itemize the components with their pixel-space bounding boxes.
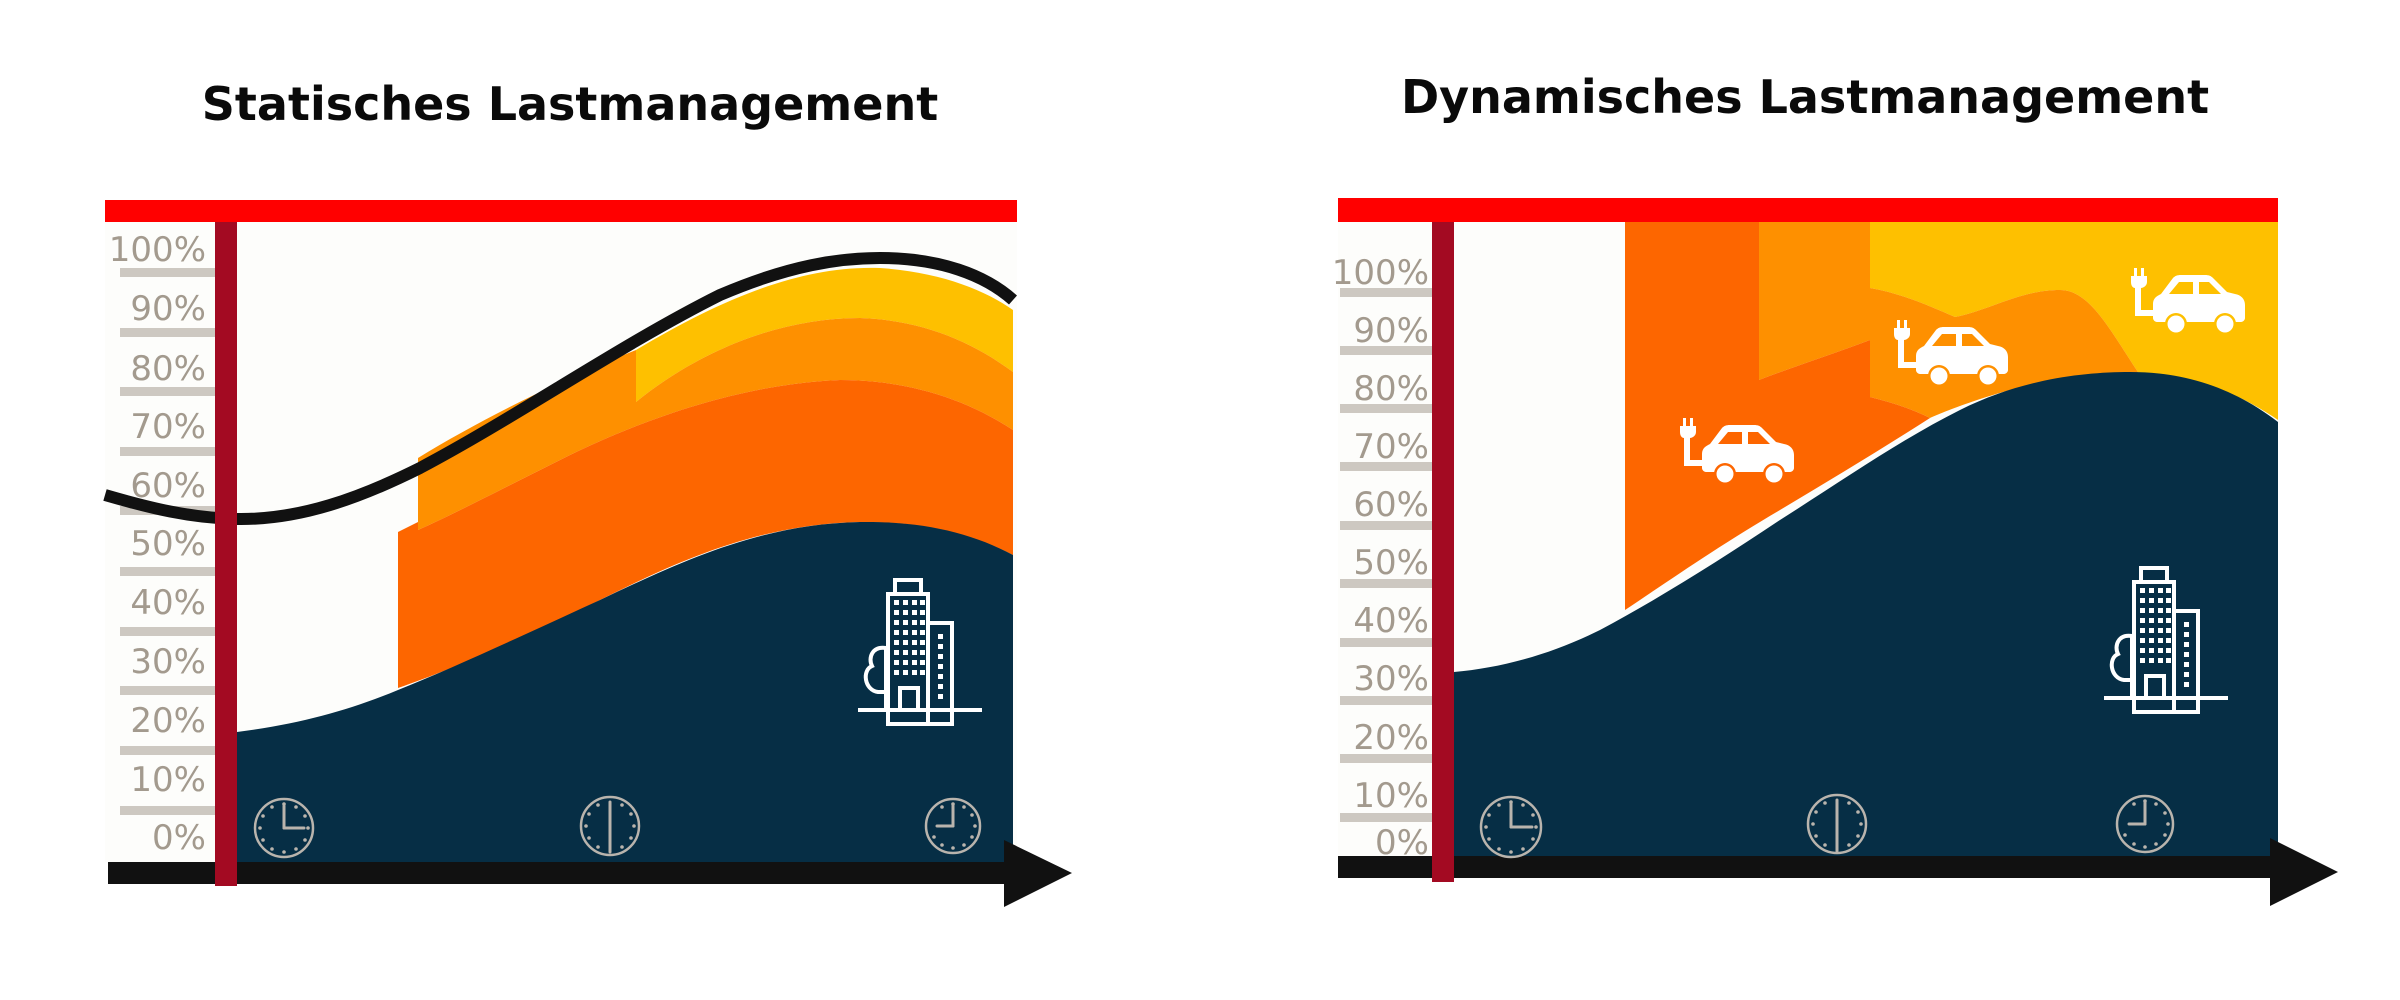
static-chart: Statisches Lastmanagement 100% 90% 80% 7… bbox=[103, 77, 1072, 907]
y-tick: 80% bbox=[130, 349, 206, 389]
time-axis-arrow bbox=[108, 840, 1072, 907]
y-tick: 20% bbox=[1353, 718, 1429, 758]
y-tick: 20% bbox=[130, 701, 206, 741]
y-tick: 40% bbox=[130, 583, 206, 623]
y-tick: 70% bbox=[130, 407, 206, 447]
clock-icon bbox=[253, 797, 315, 859]
y-tick: 100% bbox=[1332, 253, 1429, 293]
clock-icon bbox=[1479, 795, 1543, 859]
building-icon bbox=[858, 578, 982, 726]
ev-car-icon bbox=[1680, 418, 1794, 485]
y-tick: 10% bbox=[1353, 776, 1429, 816]
y-tick: 60% bbox=[1353, 485, 1429, 525]
capacity-limit-bar bbox=[1338, 198, 2278, 222]
ev-load-area-1 bbox=[398, 380, 1013, 688]
ev-load-area-2 bbox=[1759, 222, 2140, 418]
time-axis-arrow bbox=[1338, 838, 2338, 906]
ev-load-area-2 bbox=[418, 318, 1013, 530]
clock-icon bbox=[579, 795, 641, 857]
chart-title: Dynamisches Lastmanagement bbox=[1401, 70, 2209, 124]
y-tick: 30% bbox=[1353, 659, 1429, 699]
y-tick: 70% bbox=[1353, 427, 1429, 467]
ev-load-area-3 bbox=[636, 267, 1013, 402]
building-load-area bbox=[237, 521, 1013, 862]
y-tick: 90% bbox=[1353, 311, 1429, 351]
y-axis-labels: 100% 90% 80% 70% 60% 50% 40% 30% 20% 10%… bbox=[1332, 253, 1429, 863]
y-axis-labels: 100% 90% 80% 70% 60% 50% 40% 30% 20% 10%… bbox=[109, 230, 206, 858]
clock-icon bbox=[924, 797, 982, 855]
chart-title: Statisches Lastmanagement bbox=[202, 77, 938, 131]
y-tick: 10% bbox=[130, 760, 206, 800]
clock-icon bbox=[2115, 794, 2175, 854]
y-gridlines bbox=[1340, 288, 1432, 822]
clock-icon bbox=[1806, 793, 1868, 855]
y-axis-bar bbox=[215, 222, 237, 886]
y-tick: 100% bbox=[109, 230, 206, 270]
y-tick: 0% bbox=[152, 818, 206, 858]
ev-car-icon bbox=[1894, 320, 2008, 387]
building-icon bbox=[2104, 566, 2228, 714]
y-tick: 80% bbox=[1353, 369, 1429, 409]
y-tick: 30% bbox=[130, 642, 206, 682]
ev-car-icon bbox=[2131, 268, 2245, 335]
y-tick: 90% bbox=[130, 289, 206, 329]
dynamic-chart: Dynamisches Lastmanagement 100% 90% 80% … bbox=[1332, 70, 2338, 906]
building-load-area bbox=[1454, 372, 2278, 858]
capacity-limit-bar bbox=[105, 200, 1017, 222]
y-tick: 40% bbox=[1353, 601, 1429, 641]
ev-load-area-3 bbox=[1870, 222, 2278, 420]
ev-load-area-1 bbox=[1625, 222, 1930, 610]
y-tick: 50% bbox=[1353, 543, 1429, 583]
y-axis-bar bbox=[1432, 222, 1454, 882]
y-gridlines bbox=[120, 268, 216, 815]
y-tick: 50% bbox=[130, 524, 206, 564]
